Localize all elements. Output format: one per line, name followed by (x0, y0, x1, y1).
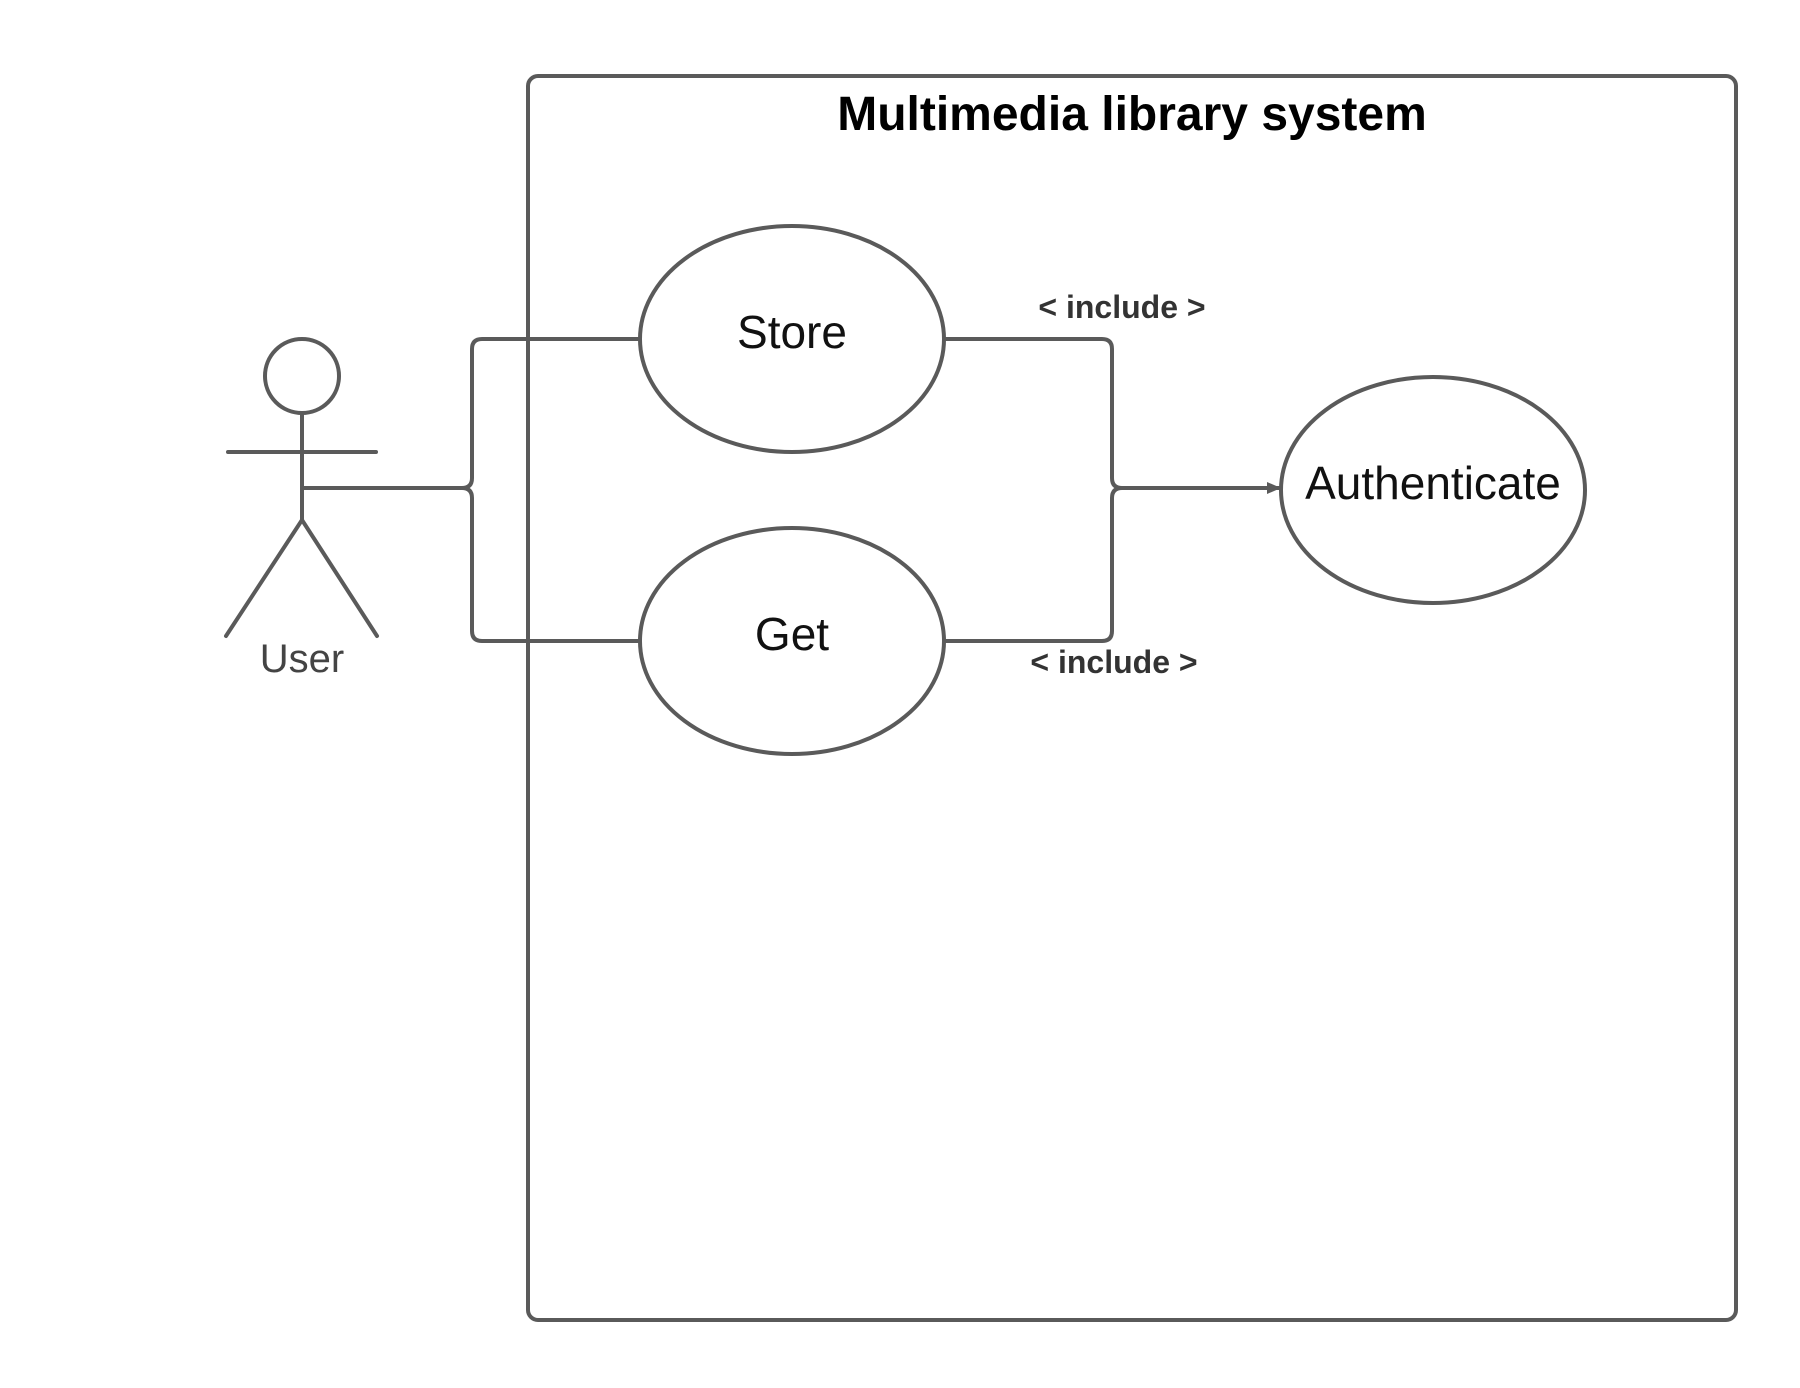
actor-head (263, 337, 341, 415)
include-get-authenticate (942, 486, 1124, 643)
use-case-authenticate: Authenticate (1279, 375, 1587, 605)
actor-label: User (260, 637, 344, 681)
use-case-get: Get (638, 526, 946, 756)
use-case-authenticate-label: Authenticate (1305, 457, 1561, 509)
association-user-get (300, 486, 642, 643)
system-boundary (526, 74, 1738, 1322)
use-case-store: Store (638, 224, 946, 454)
include-store-authenticate (942, 337, 1246, 490)
actor-right-leg (300, 518, 379, 638)
actor-left-leg (224, 518, 304, 638)
use-case-get-label: Get (755, 608, 829, 660)
system-title: Multimedia library system (837, 88, 1427, 141)
actor-user: User (224, 337, 379, 681)
include-label-store: < include > (1038, 289, 1205, 325)
association-user-store (300, 337, 642, 490)
include-label-get: < include > (1030, 644, 1197, 680)
use-case-store-label: Store (737, 306, 847, 358)
